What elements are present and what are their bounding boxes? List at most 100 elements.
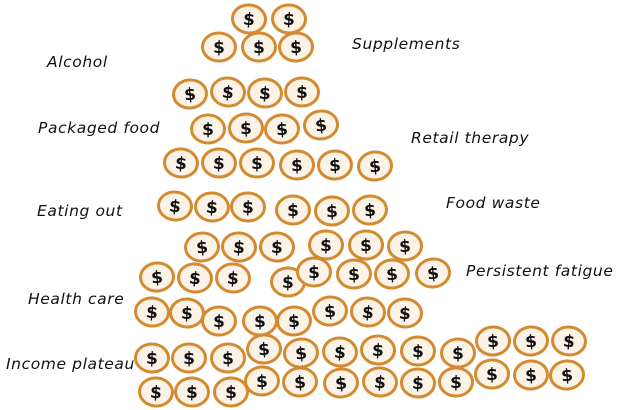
coin-icon: $ [282, 366, 318, 398]
dollar-sign: $ [452, 344, 464, 364]
coin-icon: $ [278, 31, 314, 63]
dollar-sign: $ [226, 269, 239, 290]
dollar-sign: $ [225, 383, 237, 403]
dollar-sign: $ [293, 373, 306, 394]
coin-icon: $ [210, 342, 246, 374]
coin-icon: $ [201, 31, 237, 63]
dollar-sign: $ [188, 268, 202, 289]
coin-icon: $ [134, 342, 170, 374]
dollar-sign: $ [222, 349, 235, 369]
coin-icon: $ [551, 325, 587, 357]
coin-icon: $ [201, 305, 237, 337]
dollar-sign: $ [363, 201, 376, 222]
label-packaged-food: Packaged food [38, 119, 161, 137]
dollar-sign: $ [145, 303, 159, 324]
dollar-sign: $ [291, 156, 303, 176]
coin-icon: $ [177, 262, 213, 294]
coin-icon: $ [231, 3, 267, 35]
coin-icon: $ [241, 31, 277, 63]
dollar-sign: $ [348, 265, 361, 285]
coin-icon: $ [184, 231, 220, 263]
coin-icon: $ [440, 337, 476, 369]
dollar-sign: $ [240, 119, 253, 139]
dollar-sign: $ [253, 38, 265, 58]
coin-icon: $ [415, 257, 451, 289]
dollar-sign: $ [288, 312, 301, 333]
coin-icon: $ [513, 359, 549, 391]
dollar-sign: $ [146, 349, 159, 369]
label-food-waste: Food waste [446, 194, 541, 212]
label-supplements: Supplements [352, 35, 461, 53]
label-retail-therapy: Retail therapy [411, 129, 530, 147]
dollar-sign: $ [275, 120, 288, 141]
dollar-sign: $ [150, 268, 164, 289]
coin-icon: $ [400, 367, 436, 399]
dollar-sign: $ [323, 302, 337, 323]
coin-icon: $ [387, 297, 423, 329]
dollar-sign: $ [221, 82, 235, 103]
coin-icon: $ [336, 258, 372, 290]
coin-icon: $ [549, 359, 585, 391]
dollar-sign: $ [202, 120, 214, 140]
coin-icon: $ [276, 305, 312, 337]
label-persistent-fatigue: Persistent fatigue [466, 262, 614, 280]
dollar-sign: $ [487, 332, 500, 353]
coin-icon: $ [259, 231, 295, 263]
dollar-sign: $ [168, 196, 182, 217]
coin-icon: $ [352, 194, 388, 226]
dollar-sign: $ [257, 340, 270, 361]
coin-icon: $ [474, 358, 510, 390]
coin-icon: $ [275, 194, 311, 226]
coin-icon: $ [283, 337, 319, 369]
dollar-sign: $ [213, 38, 225, 58]
coin-icon: $ [221, 231, 257, 263]
coin-icon: $ [314, 195, 350, 227]
dollar-sign: $ [385, 265, 398, 286]
coin-icon: $ [350, 296, 386, 328]
label-health-care: Health care [28, 290, 125, 308]
dollar-sign: $ [181, 304, 194, 325]
coin-icon: $ [312, 295, 348, 327]
coin-icon: $ [239, 147, 275, 179]
label-eating-out: Eating out [37, 202, 123, 220]
label-alcohol: Alcohol [47, 53, 108, 71]
dollar-sign: $ [562, 331, 576, 352]
coin-icon: $ [230, 191, 266, 223]
dollar-sign: $ [368, 157, 382, 178]
coin-icon: $ [247, 77, 283, 109]
coin-icon: $ [169, 297, 205, 329]
coin-icon: $ [163, 147, 199, 179]
dollar-sign: $ [294, 343, 308, 364]
dollar-sign: $ [525, 366, 538, 387]
dollar-sign: $ [183, 349, 195, 369]
coin-icon: $ [317, 149, 353, 181]
dollar-sign: $ [486, 365, 498, 385]
coin-icon: $ [174, 376, 210, 408]
dollar-sign: $ [333, 343, 347, 364]
dollar-sign: $ [258, 84, 271, 105]
coin-icon: $ [323, 367, 359, 399]
coin-icon: $ [190, 113, 226, 145]
dollar-sign: $ [426, 263, 440, 284]
dollar-sign: $ [283, 10, 296, 31]
dollar-sign: $ [282, 273, 295, 293]
dollar-sign: $ [290, 38, 303, 59]
dollar-sign: $ [398, 304, 411, 325]
coin-icon: $ [201, 147, 237, 179]
dollar-sign: $ [361, 302, 375, 323]
dollar-sign: $ [287, 201, 299, 221]
dollar-sign: $ [149, 383, 162, 404]
dollar-sign: $ [373, 373, 387, 394]
dollar-sign: $ [186, 383, 199, 403]
coin-icon: $ [271, 3, 307, 35]
coin-icon: $ [387, 230, 423, 262]
dollar-sign: $ [560, 366, 574, 387]
dollar-sign: $ [372, 341, 385, 362]
coin-icon: $ [360, 334, 396, 366]
dollar-sign: $ [183, 85, 197, 106]
dollar-sign: $ [329, 156, 342, 177]
dollar-sign: $ [308, 263, 320, 283]
dollar-sign: $ [314, 115, 328, 136]
coin-icon: $ [348, 229, 384, 261]
dollar-sign: $ [213, 312, 225, 332]
